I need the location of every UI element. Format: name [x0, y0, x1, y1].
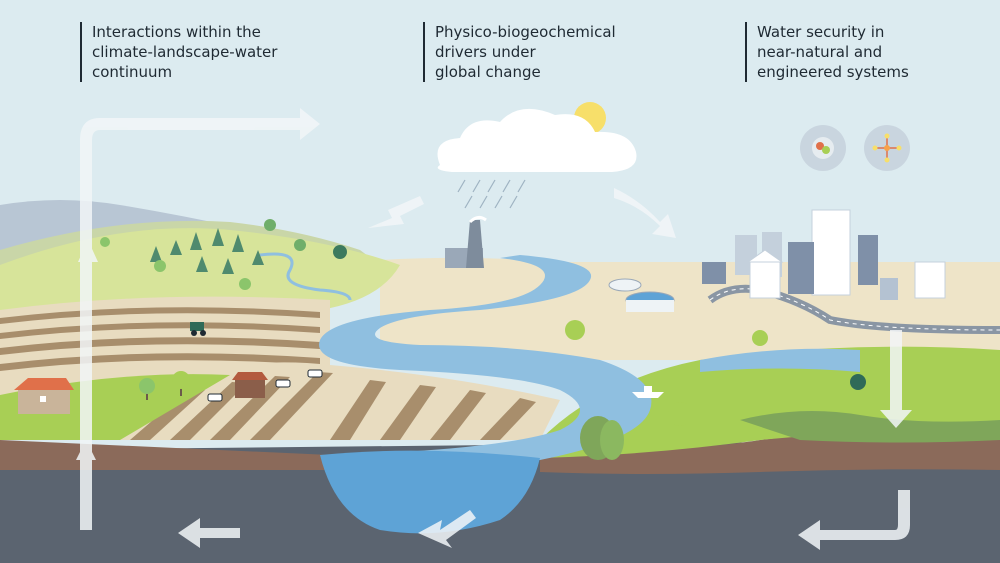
road-markings [709, 288, 1000, 331]
heading-climate-landscape-water: Interactions within the climate-landscap… [80, 22, 352, 82]
hill-stream [259, 252, 352, 301]
forest [100, 219, 347, 290]
arrow-left-bottom [178, 518, 240, 548]
winding-river [319, 255, 652, 460]
heading-drivers-global-change: Physico-biogeochemical drivers under glo… [423, 22, 675, 82]
lake-basin [320, 450, 540, 534]
boat [632, 386, 664, 398]
wetland-pond [740, 411, 1000, 443]
barn [232, 372, 268, 398]
flow-arrows [76, 108, 912, 550]
microorganism-icon [800, 125, 846, 171]
molecule-icon [864, 125, 910, 171]
tractor [190, 322, 206, 336]
arrow-up-bottom-left [76, 440, 96, 530]
arrow-cloud-right [614, 188, 676, 238]
farmhouse [14, 378, 74, 414]
cows [207, 369, 323, 402]
city [702, 209, 946, 300]
riparian-trees [565, 320, 866, 460]
arrow-down-right [880, 330, 912, 428]
arrow-up-left [78, 240, 98, 430]
arrow-cloud-left [368, 196, 424, 228]
retention-pond [700, 348, 860, 372]
heading-water-security: Water security in near-natural and engin… [745, 22, 997, 82]
rain-streaks [457, 179, 526, 209]
treatment-plant [608, 278, 675, 312]
factory [445, 215, 487, 268]
arrow-bottom-right [798, 490, 910, 550]
arrow-lake-outflow [418, 510, 476, 548]
rain-cloud-icon [437, 102, 637, 209]
pasture-trees [139, 371, 190, 400]
